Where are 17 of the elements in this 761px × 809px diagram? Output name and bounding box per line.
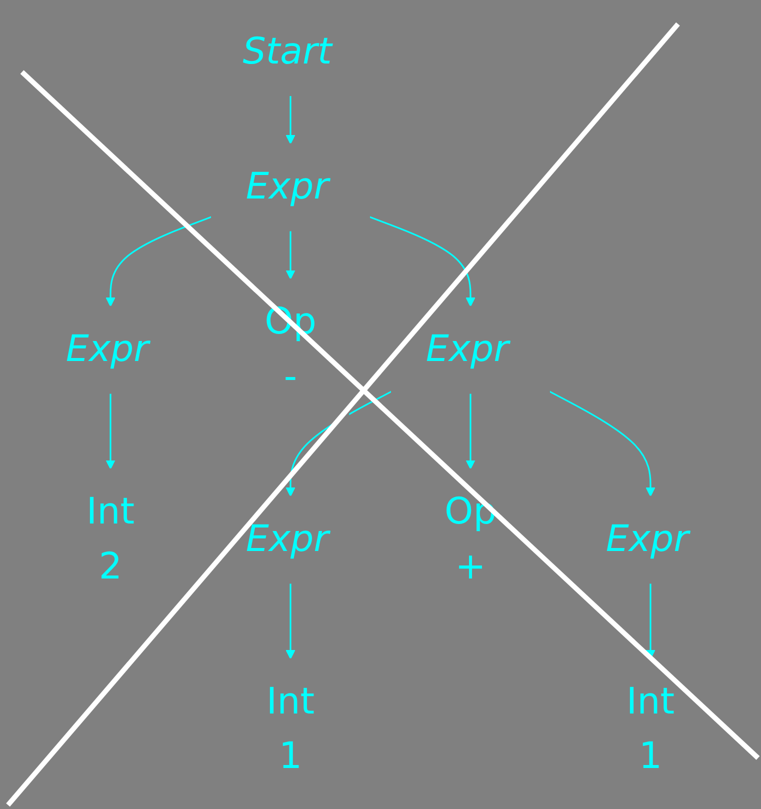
node-text: Int 1 [266,680,315,778]
node-text: Expr [246,165,329,208]
arrow [106,216,212,307]
arrow [286,230,296,280]
node-text: Int 1 [626,680,675,778]
arrow [286,96,296,144]
node-text: Expr [66,328,149,371]
arrow [106,393,116,470]
node-text: Start [242,30,332,73]
arrow [466,393,476,470]
node-text: Expr [426,328,509,371]
node-text: Expr [606,518,689,561]
arrow [369,216,476,307]
arrow [286,583,296,660]
node-text: Int 2 [86,490,135,588]
node-text: Expr [246,518,329,561]
arrow [549,390,656,497]
